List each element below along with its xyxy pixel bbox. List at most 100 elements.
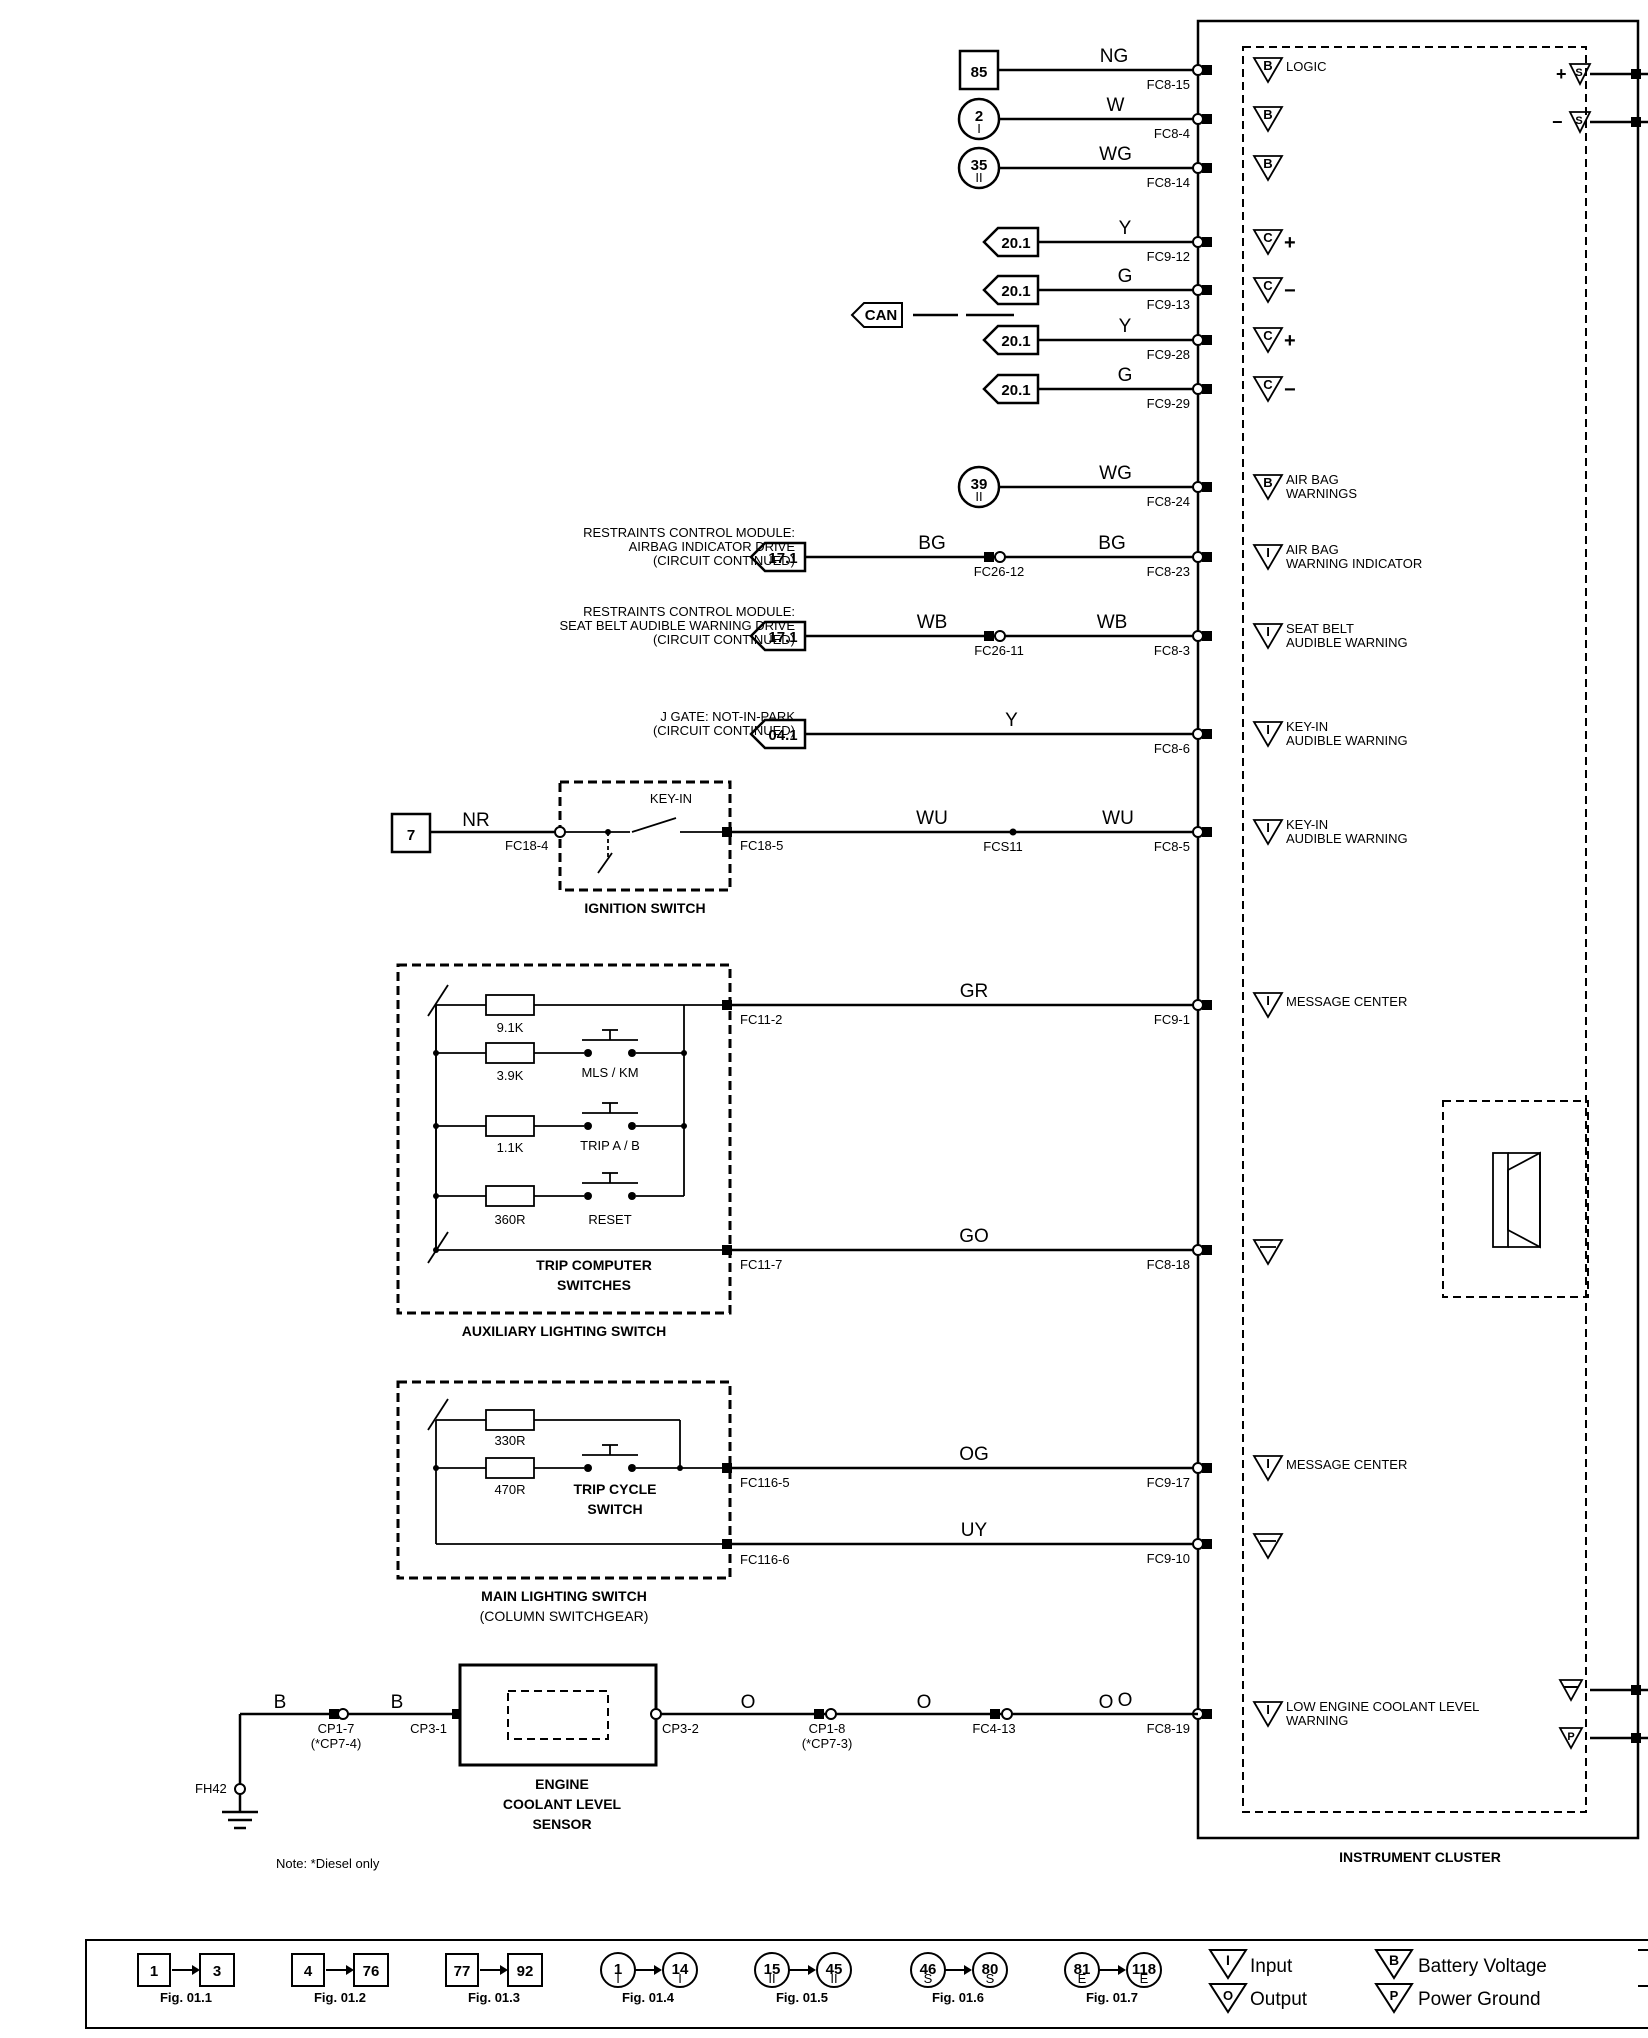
pin-type-letter: B xyxy=(1263,475,1272,490)
pin-type-letter: I xyxy=(1266,722,1270,737)
pin-terminal xyxy=(1202,1245,1212,1255)
pin-terminal xyxy=(1202,1463,1212,1473)
wire-colour: W xyxy=(1107,95,1125,116)
coolant-wire-right-3: O xyxy=(1099,1692,1114,1713)
wire-colour: G xyxy=(1118,365,1133,386)
pin-type-letter: I xyxy=(1266,820,1270,835)
pin-type-letter: I xyxy=(1266,624,1270,639)
legend-arrow-head xyxy=(964,1965,972,1975)
wire-colour: WG xyxy=(1099,463,1132,484)
connector-label: FC8-24 xyxy=(1147,494,1190,509)
source-ref: 85 xyxy=(971,64,988,81)
wire-colour: Y xyxy=(1005,710,1018,731)
pin-socket xyxy=(1192,64,1204,76)
aux-top-connector: FC11-2 xyxy=(740,1012,782,1027)
main-bottom-connector: FC116-6 xyxy=(740,1552,790,1567)
source-desc-line: J GATE: NOT-IN-PARK xyxy=(660,709,795,724)
legend-arrow-head xyxy=(192,1965,200,1975)
legend-box-a xyxy=(445,1953,479,1987)
connector-label: FC9-28 xyxy=(1147,347,1190,362)
pin-function-label: AUDIBLE WARNING xyxy=(1286,831,1408,846)
pin-function-label: KEY-IN xyxy=(1286,719,1328,734)
source-desc-line: AIRBAG INDICATOR DRIVE xyxy=(629,539,796,554)
pin-terminal xyxy=(1202,65,1212,75)
connector-label: FC8-14 xyxy=(1147,175,1190,190)
pin-socket xyxy=(1192,630,1204,642)
coolant-title-1: ENGINE xyxy=(535,1776,589,1792)
legend-circle-b xyxy=(972,1952,1008,1988)
pin-terminal xyxy=(1202,237,1212,247)
legend-circle-b-label: 118 xyxy=(1132,1961,1156,1978)
coolant-title-2: COOLANT LEVEL xyxy=(503,1796,622,1812)
ground-label: FH42 xyxy=(195,1781,227,1796)
wire-colour: GR xyxy=(960,981,989,1002)
aux-row-3: 1.1K TRIP A / B xyxy=(436,1102,684,1155)
aux-sub-title-1: TRIP COMPUTER xyxy=(536,1257,652,1273)
pin-type-symbol xyxy=(1252,155,1284,182)
wire-colour: O xyxy=(1118,1690,1133,1711)
pin-type-letter: I xyxy=(1266,993,1270,1008)
aux-button-2: TRIP A / B xyxy=(580,1138,640,1153)
legend-battery: Battery Voltage xyxy=(1418,1956,1547,1977)
aux-resistor-2: 3.9K xyxy=(497,1068,524,1083)
pin-function-label: WARNING INDICATOR xyxy=(1286,556,1422,571)
ignition-in-connector: FC18-4 xyxy=(505,838,548,853)
diesel-note: Note: *Diesel only xyxy=(276,1856,380,1871)
aux-sub-title-2: SWITCHES xyxy=(557,1277,631,1293)
legend-circle-a-label: 46 xyxy=(920,1961,937,1978)
pin-terminal xyxy=(1202,1000,1212,1010)
main-switch-title: MAIN LIGHTING SWITCH xyxy=(481,1588,647,1604)
pin-socket xyxy=(1192,481,1204,493)
pin-type-symbol xyxy=(1252,327,1284,354)
source-desc-line: (CIRCUIT CONTINUED) xyxy=(653,723,795,738)
source-arrow xyxy=(749,620,807,652)
pin-function-label: WARNING xyxy=(1286,1713,1348,1728)
source-sub: I xyxy=(977,121,981,136)
source-desc-line: RESTRAINTS CONTROL MODULE: xyxy=(583,604,795,619)
connector-label: FC9-29 xyxy=(1147,396,1190,411)
speaker-icon xyxy=(1442,1100,1589,1298)
source-arrow xyxy=(982,226,1040,258)
connector-label: FC9-1 xyxy=(1154,1012,1190,1027)
wire-colour: BG xyxy=(1098,533,1125,554)
pin-type-symbol xyxy=(1252,57,1284,84)
inline-terminal xyxy=(984,552,994,562)
splice-dot xyxy=(1009,828,1017,836)
pin-terminal xyxy=(1202,729,1212,739)
legend-input: Input xyxy=(1250,1956,1293,1977)
wire-colour: Y xyxy=(1119,218,1132,239)
pin-socket xyxy=(1192,162,1204,174)
pin-terminal xyxy=(1202,285,1212,295)
can-label: CAN xyxy=(865,307,898,324)
legend-circle-b-sub: I xyxy=(678,1971,682,1986)
legend-circle-a-label: 81 xyxy=(1074,1961,1091,1978)
pin-type-symbol xyxy=(1252,992,1284,1019)
pin-function-label: AUDIBLE WARNING xyxy=(1286,635,1408,650)
source-arrow xyxy=(749,541,807,573)
connector-label: FC9-12 xyxy=(1147,249,1190,264)
pin-type-symbol xyxy=(1252,1701,1284,1728)
cp3-2-label: CP3-2 xyxy=(662,1721,699,1736)
svg-text:−: − xyxy=(1552,112,1563,132)
ignition-contact-label: KEY-IN xyxy=(650,791,692,806)
main-button-line-2: SWITCH xyxy=(587,1501,642,1517)
ignition-feed-ref: 7 xyxy=(407,827,415,844)
auxiliary-lighting-switch: 9.1K FC11-2 3.9K MLS / KM 1 xyxy=(396,963,782,1339)
source-box xyxy=(958,49,1000,91)
pin-function-label: KEY-IN xyxy=(1286,817,1328,832)
pin-type-letter: I xyxy=(1266,1456,1270,1471)
source-ref: 2 xyxy=(975,108,983,125)
